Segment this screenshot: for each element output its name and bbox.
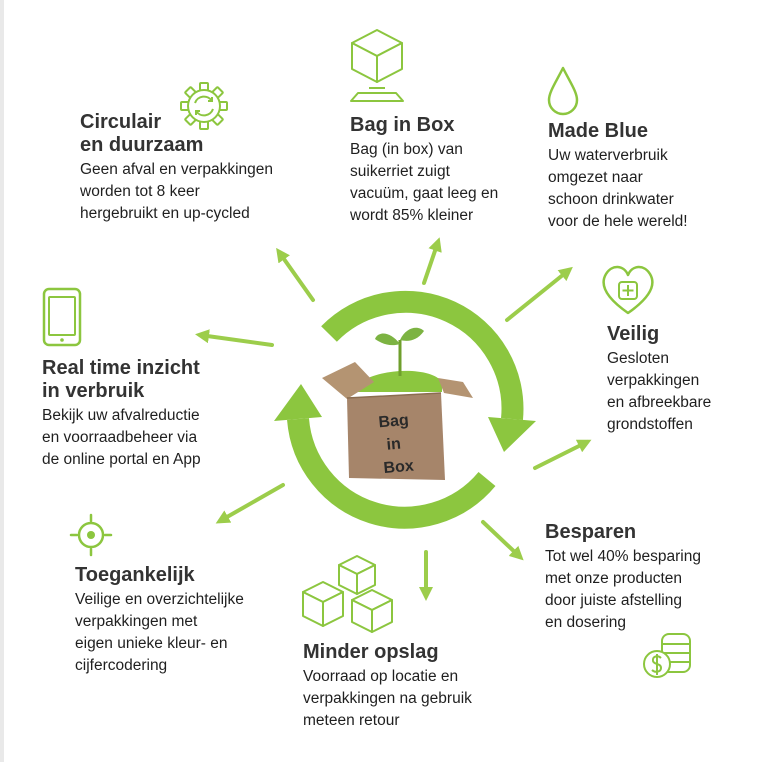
stacked-boxes-icon bbox=[302, 555, 393, 633]
body-line: wordt 85% kleiner bbox=[350, 207, 474, 224]
arrow-to-toegankelijk bbox=[215, 483, 285, 524]
cycle-ring bbox=[274, 290, 536, 529]
block-besparen: Besparen Tot wel 40% besparing met onze … bbox=[545, 521, 701, 634]
body-line: hergebruikt en up-cycled bbox=[80, 205, 250, 222]
arrow-to-besparen bbox=[481, 520, 524, 561]
block-body: Gesloten verpakkingen en afbreekbare gro… bbox=[607, 348, 711, 436]
block-real-time: Real time inzicht in verbruik Bekijk uw … bbox=[42, 357, 201, 471]
arrow-to-made-blue bbox=[505, 266, 573, 322]
body-line: Tot wel 40% besparing bbox=[545, 548, 701, 565]
body-line: verpakkingen met bbox=[75, 613, 198, 630]
cycle-arc-top bbox=[321, 290, 524, 421]
radiating-arrows bbox=[195, 237, 592, 601]
body-line: met onze producten bbox=[545, 570, 683, 587]
arrow-to-bag-in-box bbox=[422, 237, 442, 285]
block-body: Bag (in box) van suikerriet zuigt vacuüm… bbox=[350, 139, 498, 227]
target-icon bbox=[69, 513, 113, 557]
body-line: vacuüm, gaat leeg en bbox=[350, 185, 499, 202]
box-flap-left bbox=[322, 362, 374, 399]
cycle-arrowhead-right bbox=[488, 417, 536, 452]
sprout-leaf-right bbox=[400, 327, 424, 341]
block-title: Toegankelijk bbox=[75, 564, 195, 586]
coins-icon bbox=[643, 633, 691, 678]
body-line: Voorraad op locatie en bbox=[303, 668, 459, 685]
block-veilig: Veilig Gesloten verpakkingen en afbreekb… bbox=[607, 323, 711, 436]
left-border bbox=[0, 0, 4, 762]
block-title: Circulair bbox=[80, 111, 162, 133]
block-bag-in-box: Bag in Box Bag (in box) van suikerriet z… bbox=[350, 114, 498, 227]
body-line: de online portal en App bbox=[42, 451, 201, 468]
box-label-line-1: Bag bbox=[378, 412, 410, 432]
block-title: Real time inzicht bbox=[42, 357, 200, 379]
block-title: Besparen bbox=[545, 521, 637, 543]
cube-icon bbox=[350, 29, 404, 102]
block-body: Geen afval en verpakkingen worden tot 8 … bbox=[80, 159, 273, 225]
sprout-leaf-left bbox=[375, 333, 400, 346]
body-line: Geen afval en verpakkingen bbox=[80, 161, 274, 178]
box-label-line-3: Box bbox=[383, 458, 415, 478]
green-bag-top bbox=[352, 370, 442, 392]
block-body: Uw waterverbruik omgezet naar schoon dri… bbox=[548, 145, 688, 233]
body-line: Veilige en overzichtelijke bbox=[75, 591, 244, 608]
body-line: worden tot 8 keer bbox=[80, 183, 200, 200]
arrow-to-real-time bbox=[195, 329, 274, 347]
center-box-illustration: Bag in Box bbox=[322, 327, 473, 480]
body-line: suikerriet zuigt bbox=[350, 163, 450, 180]
body-line: Bag (in box) van bbox=[350, 141, 463, 158]
body-line: omgezet naar bbox=[548, 169, 643, 186]
cycle-arc-bottom bbox=[287, 417, 496, 529]
body-line: door juiste afstelling bbox=[545, 592, 682, 609]
body-line: en voorraadbeheer via bbox=[42, 429, 198, 446]
body-line: eigen unieke kleur- en bbox=[75, 635, 228, 652]
block-title: in verbruik bbox=[42, 380, 145, 402]
water-drop-icon bbox=[547, 66, 579, 116]
body-line: en afbreekbare bbox=[607, 394, 712, 411]
body-line: Gesloten bbox=[607, 350, 670, 367]
box-flap-right bbox=[438, 378, 473, 398]
block-body: Veilige en overzichtelijke verpakkingen … bbox=[75, 589, 244, 677]
block-body: Voorraad op locatie en verpakkingen na g… bbox=[303, 666, 472, 732]
body-line: verpakkingen na gebruik bbox=[303, 690, 472, 707]
block-circulair: Circulair en duurzaam Geen afval en verp… bbox=[80, 111, 273, 225]
heart-plus-icon bbox=[602, 265, 654, 315]
block-body: Tot wel 40% besparing met onze producten… bbox=[545, 546, 701, 634]
body-line: en dosering bbox=[545, 614, 627, 631]
cycle-arrowhead-left bbox=[274, 384, 322, 421]
body-line: meteen retour bbox=[303, 712, 400, 729]
body-line: Uw waterverbruik bbox=[548, 147, 668, 164]
body-line: voor de hele wereld! bbox=[548, 213, 688, 230]
block-title: Minder opslag bbox=[303, 641, 439, 663]
body-line: verpakkingen bbox=[607, 372, 700, 389]
block-title: Bag in Box bbox=[350, 114, 455, 136]
recycle-gear-icon bbox=[180, 82, 228, 130]
body-line: grondstoffen bbox=[607, 416, 693, 433]
body-line: Bekijk uw afvalreductie bbox=[42, 407, 200, 424]
box-front bbox=[347, 393, 445, 480]
arrow-to-veilig bbox=[533, 439, 592, 470]
block-title: en duurzaam bbox=[80, 134, 204, 156]
block-toegankelijk: Toegankelijk Veilige en overzichtelijke … bbox=[75, 564, 244, 677]
block-minder-opslag: Minder opslag Voorraad op locatie en ver… bbox=[303, 641, 472, 732]
box-label-line-2: in bbox=[386, 436, 402, 454]
block-body: Bekijk uw afvalreductie en voorraadbehee… bbox=[42, 405, 201, 471]
body-line: cijfercodering bbox=[75, 657, 168, 674]
tablet-icon bbox=[42, 287, 82, 347]
arrow-to-circulair bbox=[276, 247, 315, 302]
block-made-blue: Made Blue Uw waterverbruik omgezet naar … bbox=[548, 120, 688, 233]
block-title: Veilig bbox=[607, 323, 660, 345]
block-title: Made Blue bbox=[548, 120, 649, 142]
body-line: schoon drinkwater bbox=[548, 191, 674, 208]
